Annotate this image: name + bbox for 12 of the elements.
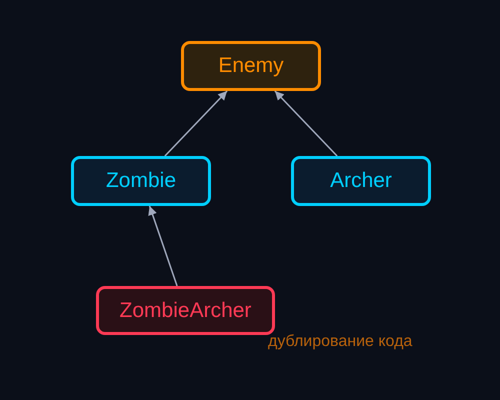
arrow bbox=[164, 90, 228, 157]
class-name: Archer bbox=[330, 169, 392, 193]
note-text: дублирование кода bbox=[268, 333, 412, 351]
class-name: ZombieArcher bbox=[120, 298, 252, 322]
arrow bbox=[274, 90, 338, 157]
arrow bbox=[148, 206, 178, 286]
class-name: Zombie bbox=[106, 169, 176, 193]
class-box bbox=[71, 156, 211, 206]
class-box bbox=[181, 41, 321, 91]
class-name: Enemy bbox=[218, 54, 284, 78]
class-box bbox=[291, 156, 431, 206]
class-box bbox=[96, 286, 275, 335]
